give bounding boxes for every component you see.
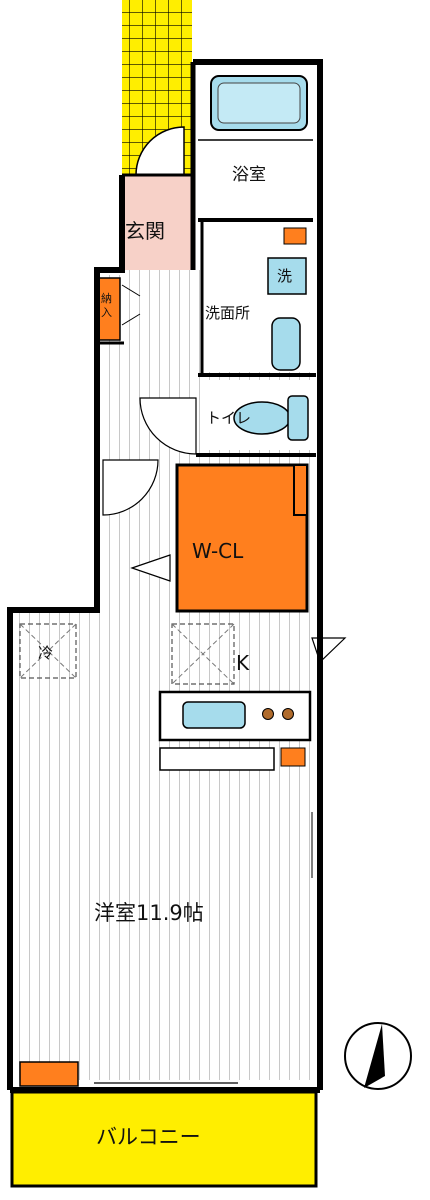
- kitchen-sink: [182, 701, 246, 729]
- toilet-door-swing: [139, 397, 197, 455]
- walls: [7, 59, 323, 1093]
- balcony: [10, 1090, 318, 1188]
- closet-door-triangle: [130, 554, 171, 582]
- stove-burner-icon: [262, 708, 274, 720]
- label-fridge: 冷: [38, 644, 53, 662]
- entrance-door-swing: [135, 126, 185, 176]
- label-western-room: 洋室11.9帖: [94, 901, 204, 925]
- stove-burner-icon: [282, 708, 294, 720]
- label-balcony: バルコニー: [96, 1125, 201, 1149]
- label-toilet: トイレ: [206, 409, 251, 427]
- label-washer: 洗: [277, 267, 292, 285]
- bathtub-inner: [217, 82, 301, 124]
- kitchen-accent: [280, 747, 306, 767]
- north-arrow-icon: [344, 1022, 412, 1090]
- washer-box: [267, 257, 307, 295]
- label-walk-in-closet: W-CL: [192, 539, 244, 563]
- storage-door: [121, 284, 141, 326]
- label-storage-line-1: 納: [101, 292, 112, 305]
- kitchen-dashed-counter: [171, 623, 235, 685]
- walk-in-closet: [175, 463, 309, 613]
- kitchen-door-swing: [311, 637, 347, 664]
- fridge-dashed-x: [19, 623, 77, 679]
- label-entrance: 玄関: [125, 219, 165, 243]
- hall-door-swing: [102, 459, 159, 516]
- closet-recess: [293, 464, 308, 516]
- label-kitchen: K: [236, 651, 250, 675]
- kitchen-dashed-x: [171, 623, 235, 685]
- toilet-tank: [287, 395, 309, 441]
- fridge-space: [19, 623, 77, 679]
- wash-accent: [283, 227, 307, 245]
- label-bath: 浴室: [232, 165, 266, 185]
- kitchen-lower: [159, 747, 275, 771]
- label-storage: 納 入: [101, 292, 116, 319]
- label-washroom: 洗面所: [205, 304, 250, 322]
- label-storage-line-2: 入: [101, 306, 112, 319]
- sink: [271, 317, 301, 371]
- entrance-area: [122, 175, 194, 270]
- balcony-accent: [19, 1061, 79, 1087]
